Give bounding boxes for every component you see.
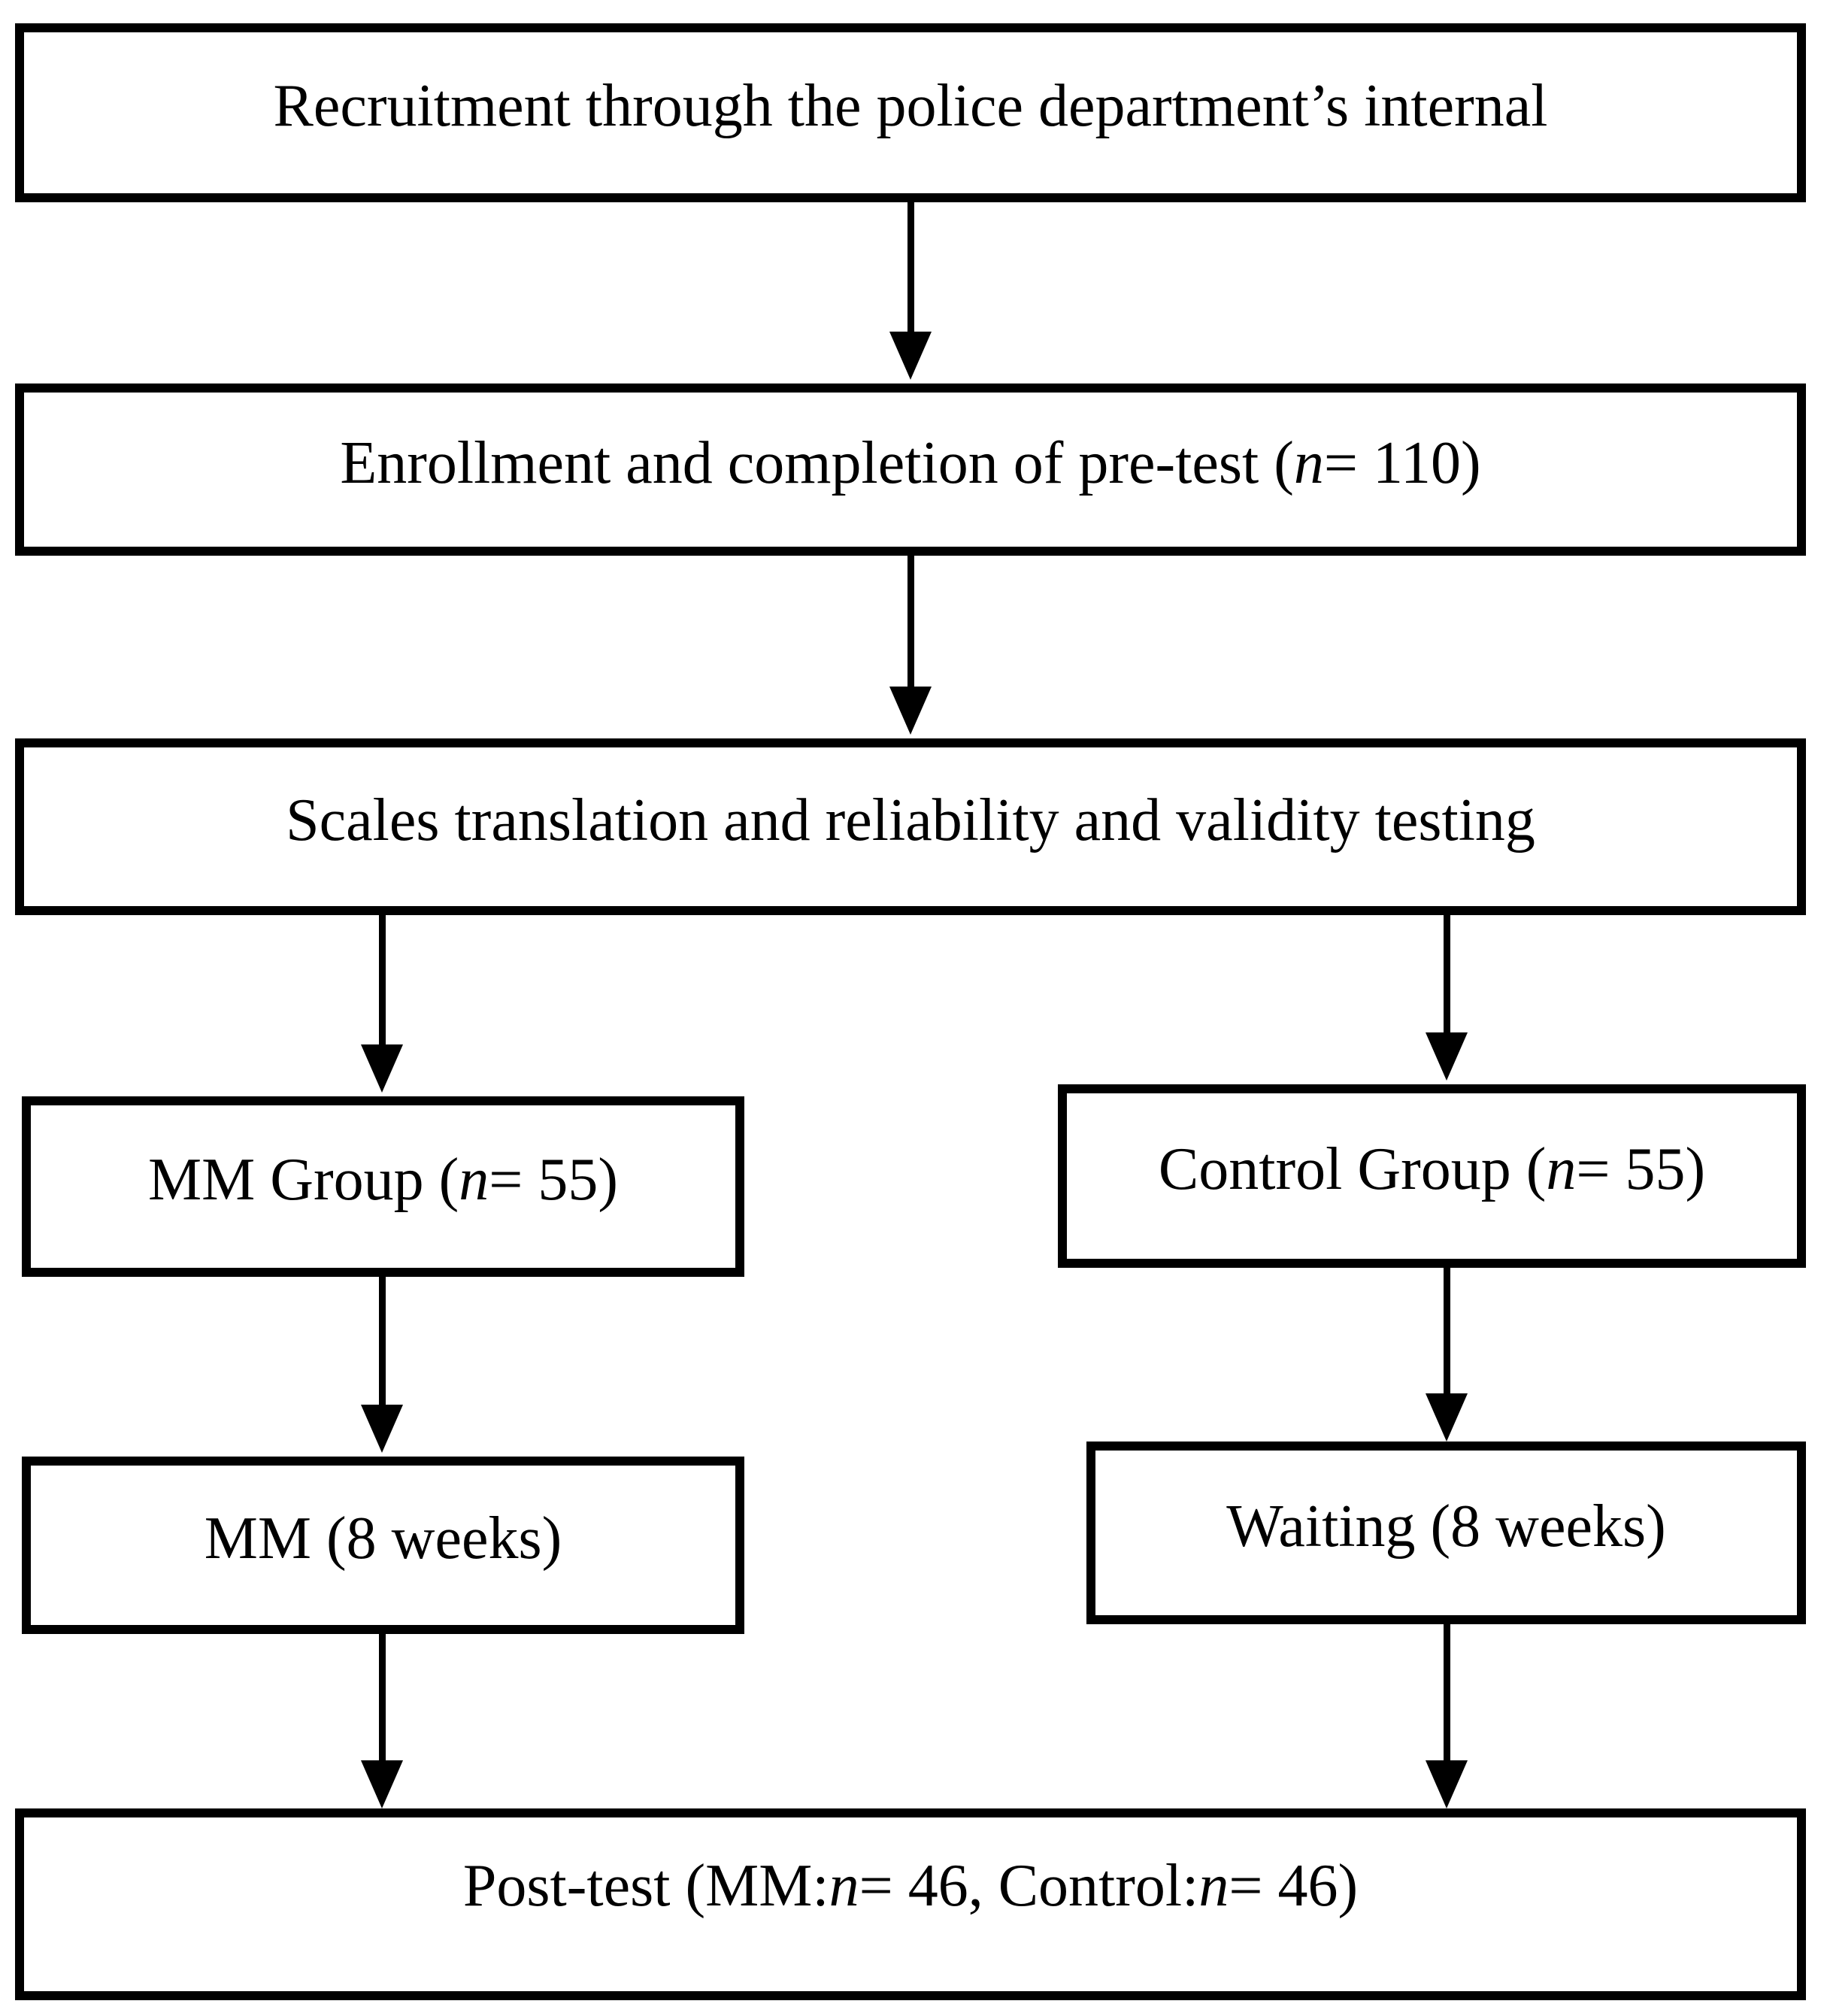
arrow-recruitment-to-enrollment — [889, 202, 932, 380]
node-control-group: Control Group (n = 55) — [1058, 1084, 1806, 1268]
arrowhead-down-icon — [889, 332, 932, 380]
node-mm-8weeks-label: MM (8 weeks) — [204, 1505, 562, 1572]
arrow-line — [1443, 1268, 1450, 1395]
node-control-group-label-end: = 55) — [1576, 1136, 1706, 1202]
node-enrollment: Enrollment and completion of pre-test (n… — [15, 383, 1806, 556]
node-mm-8weeks: MM (8 weeks) — [22, 1457, 744, 1634]
node-post-test: Post-test (MM: n = 46, Control: n = 46) — [15, 1808, 1806, 2000]
arrowhead-down-icon — [361, 1760, 403, 1808]
arrow-waiting-to-posttest — [1426, 1624, 1468, 1808]
node-mm-group-label-end: = 55) — [489, 1147, 619, 1213]
node-scales-translation-label: Scales translation and reliability and v… — [286, 787, 1535, 853]
arrow-line — [378, 1634, 386, 1762]
node-post-test-label: Post-test (MM: — [462, 1852, 829, 1919]
arrowhead-down-icon — [361, 1044, 403, 1093]
node-mm-group-var-n: n — [459, 1147, 489, 1213]
arrow-scales-to-control-group — [1426, 915, 1468, 1081]
node-recruitment-label: Recruitment through the police departmen… — [273, 73, 1548, 139]
arrow-line — [907, 202, 914, 333]
arrowhead-down-icon — [1426, 1032, 1468, 1081]
arrowhead-down-icon — [361, 1405, 403, 1453]
arrow-line — [1443, 915, 1450, 1034]
node-scales-translation: Scales translation and reliability and v… — [15, 738, 1806, 915]
node-control-group-var-n: n — [1546, 1136, 1577, 1202]
node-post-test-label-end: = 46) — [1229, 1852, 1359, 1919]
node-post-test-var-n1: n — [829, 1852, 859, 1919]
arrowhead-down-icon — [889, 687, 932, 735]
arrow-control-group-to-waiting — [1426, 1268, 1468, 1442]
arrow-scales-to-mm-group — [361, 915, 403, 1093]
arrow-line — [907, 556, 914, 688]
node-mm-group: MM Group (n = 55) — [22, 1096, 744, 1277]
arrow-line — [1443, 1624, 1450, 1762]
node-waiting-8weeks: Waiting (8 weeks) — [1086, 1442, 1806, 1624]
node-post-test-var-n2: n — [1198, 1852, 1229, 1919]
arrow-line — [378, 1277, 386, 1406]
arrow-mm-group-to-mm — [361, 1277, 403, 1453]
arrowhead-down-icon — [1426, 1393, 1468, 1442]
node-post-test-label-mid: = 46, Control: — [859, 1852, 1199, 1919]
node-waiting-8weeks-label: Waiting (8 weeks) — [1226, 1493, 1666, 1560]
arrow-enrollment-to-scales — [889, 556, 932, 735]
node-mm-group-label: MM Group ( — [147, 1147, 459, 1213]
arrowhead-down-icon — [1426, 1760, 1468, 1808]
node-recruitment: Recruitment through the police departmen… — [15, 23, 1806, 202]
arrow-mm-to-posttest — [361, 1634, 403, 1808]
node-enrollment-label: Enrollment and completion of pre-test ( — [340, 429, 1294, 496]
arrow-line — [378, 915, 386, 1046]
node-enrollment-var-n: n — [1293, 429, 1324, 496]
node-control-group-label: Control Group ( — [1158, 1136, 1547, 1202]
node-enrollment-label-end: = 110) — [1323, 429, 1481, 496]
